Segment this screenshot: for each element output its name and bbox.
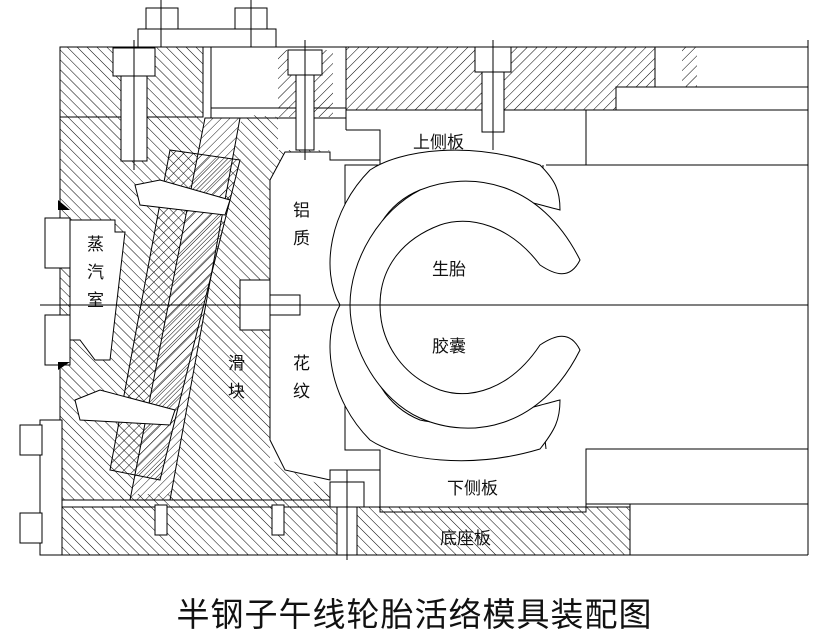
label-lower-side-plate: 下侧板 [447, 479, 498, 499]
label-slider-1: 滑 [228, 354, 245, 374]
label-aluminum-2: 质 [293, 229, 310, 249]
angled-bolt [74, 179, 231, 426]
top-clamp-block [137, 0, 347, 119]
label-upper-side-plate: 上侧板 [413, 133, 464, 153]
aluminum-tread-segment [269, 151, 381, 481]
label-pattern-1: 花 [293, 354, 310, 374]
green-tire [329, 149, 581, 462]
bolt [287, 40, 323, 160]
label-steam-1: 蒸 [87, 235, 104, 255]
dowel-pin [154, 504, 285, 536]
label-base-plate: 底座板 [440, 529, 491, 549]
steam-chamber [44, 200, 126, 370]
label-green-tire: 生胎 [432, 260, 466, 280]
label-steam-3: 室 [87, 291, 104, 311]
label-steam-2: 汽 [87, 263, 104, 283]
bolt [474, 40, 512, 150]
label-slider-2: 块 [228, 382, 245, 402]
upper-side-plate [345, 109, 808, 190]
label-aluminum-1: 铝 [293, 201, 310, 221]
bolts [74, 40, 512, 560]
bolt [329, 470, 365, 560]
bolt [112, 40, 156, 170]
drawing-caption: 半钢子午线轮胎活络模具装配图 [176, 595, 653, 634]
label-pattern-2: 纹 [293, 382, 310, 402]
labels: 上侧板 铝 质 花 纹 蒸 汽 室 滑 块 生胎 胶囊 下侧板 底座板 [87, 133, 498, 549]
label-bladder: 胶囊 [432, 337, 466, 357]
